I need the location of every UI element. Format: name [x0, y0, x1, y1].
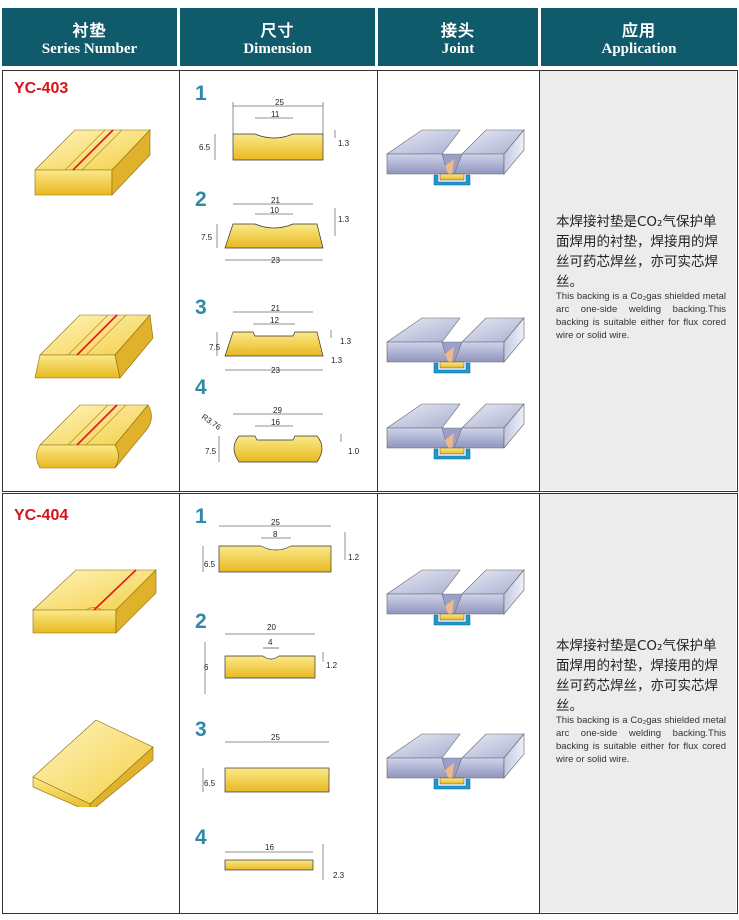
dim-403-4-a: R3.76 — [200, 412, 223, 432]
header-application-en: Application — [601, 41, 677, 57]
dim-404-2-d: 1.2 — [326, 661, 338, 670]
application-bg-row2 — [539, 494, 736, 912]
dim-403-4-c: 16 — [271, 418, 280, 427]
application-text-zh-row2: 本焊接衬垫是CO₂气保护单面焊用的衬垫，焊接用的焊丝可药芯焊丝，亦可实芯焊丝。 — [556, 638, 718, 714]
backing-illustration-403-3 — [36, 404, 152, 469]
dim-403-2-c: 7.5 — [201, 233, 213, 242]
item-number-404-1: 1 — [195, 505, 207, 528]
dim-404-2-c: 6 — [204, 663, 209, 672]
dimension-drawing-404-3: 25 6.5 — [202, 733, 330, 793]
dim-404-1-c: 6.5 — [204, 560, 216, 569]
header-joint-zh: 接头 — [440, 23, 475, 40]
backing-illustration-404-1 — [32, 569, 157, 634]
header-joint: 接头 Joint — [378, 8, 538, 66]
dim-403-3-c: 7.5 — [209, 343, 221, 352]
dim-403-3-a: 21 — [271, 304, 280, 313]
item-number-404-2: 2 — [195, 610, 207, 633]
cell-series-row2 — [2, 493, 180, 914]
dim-403-4-d: 7.5 — [205, 447, 217, 456]
dim-404-2-b: 4 — [268, 638, 273, 647]
backing-illustration-404-2 — [32, 719, 154, 807]
dim-404-4-b: 2.3 — [333, 871, 345, 880]
dimension-drawing-403-3: 21 12 7.5 1.3 1.3 23 — [209, 304, 352, 375]
dim-404-2-a: 20 — [267, 623, 276, 632]
item-number-403-3: 3 — [195, 296, 207, 319]
header-series-zh: 衬垫 — [72, 23, 107, 40]
dimension-drawing-403-4: R3.76 29 16 7.5 1.0 — [200, 406, 360, 463]
item-number-404-3: 3 — [195, 718, 207, 741]
joint-illustration-404-2 — [382, 730, 532, 800]
dim-404-1-d: 1.2 — [348, 553, 360, 562]
header-dimension-en: Dimension — [243, 41, 312, 57]
application-text-en-row1: This backing is a Co₂gas shielded metal … — [556, 291, 726, 341]
dimension-drawing-403-1: 25 11 6.5 1.3 — [199, 98, 350, 161]
joint-illustration-403-3 — [382, 400, 532, 470]
header-series: 衬垫 Series Number — [2, 8, 177, 66]
joint-illustration-404-1 — [382, 566, 532, 636]
dim-403-3-e: 1.3 — [331, 356, 343, 365]
dimension-drawing-404-2: 20 4 6 1.2 — [204, 623, 338, 694]
dim-403-2-e: 23 — [271, 256, 280, 265]
dim-403-3-b: 12 — [270, 316, 279, 325]
header-application-zh: 应用 — [621, 23, 656, 40]
dim-403-2-d: 1.3 — [338, 215, 350, 224]
dim-403-3-f: 23 — [271, 366, 280, 375]
item-number-403-2: 2 — [195, 188, 207, 211]
application-text-zh-row1: 本焊接衬垫是CO₂气保护单面焊用的衬垫，焊接用的焊丝可药芯焊丝，亦可实芯焊丝。 — [556, 214, 718, 290]
header-series-en: Series Number — [41, 41, 138, 57]
backing-illustration-403-1 — [34, 129, 151, 196]
joint-illustration-403-2 — [382, 314, 532, 384]
dim-403-1-b: 11 — [271, 110, 280, 119]
header-application: 应用 Application — [541, 8, 737, 66]
dim-404-1-b: 8 — [273, 530, 278, 539]
dimension-drawing-403-2: 21 10 7.5 1.3 23 — [201, 196, 350, 265]
dim-404-4-a: 16 — [265, 843, 274, 852]
cell-application-row1 — [539, 70, 738, 492]
dim-404-3-b: 6.5 — [204, 779, 216, 788]
series-label-row2: YC-404 — [14, 507, 69, 524]
cell-application-row2 — [539, 493, 738, 914]
dim-403-1-c: 6.5 — [199, 143, 211, 152]
item-number-403-4: 4 — [195, 376, 207, 399]
header-dimension: 尺寸 Dimension — [180, 8, 375, 66]
dim-404-3-a: 25 — [271, 733, 280, 742]
item-number-404-4: 4 — [195, 826, 207, 849]
cell-joint-row2 — [377, 493, 540, 914]
joint-illustration-403-1 — [382, 126, 532, 196]
header-dimension-zh: 尺寸 — [260, 23, 295, 40]
dim-404-1-a: 25 — [271, 518, 280, 527]
application-bg-row1 — [539, 71, 736, 490]
backing-illustration-403-2 — [34, 314, 154, 379]
dim-403-1-a: 25 — [275, 98, 284, 107]
item-number-403-1: 1 — [195, 82, 207, 105]
application-text-en-row2: This backing is a Co₂gas shielded metal … — [556, 715, 726, 765]
dimension-drawing-404-1: 25 8 6.5 1.2 — [202, 518, 360, 573]
dim-403-2-b: 10 — [270, 206, 279, 215]
header-joint-en: Joint — [441, 41, 475, 57]
dim-403-4-e: 1.0 — [348, 447, 360, 456]
dim-403-1-d: 1.3 — [338, 139, 350, 148]
dim-403-4-b: 29 — [273, 406, 282, 415]
series-label-row1: YC-403 — [14, 80, 69, 97]
dimension-drawing-404-4: 16 2.3 — [224, 843, 345, 880]
dim-403-3-d: 1.3 — [340, 337, 352, 346]
dim-403-2-a: 21 — [271, 196, 280, 205]
